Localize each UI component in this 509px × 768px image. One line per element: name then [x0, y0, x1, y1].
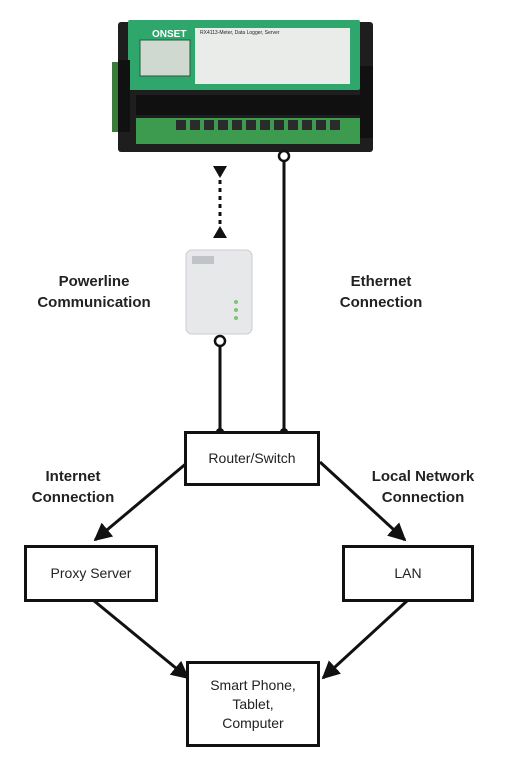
- device-model-title: RX4113-Meter, Data Logger, Server: [200, 30, 280, 36]
- arrow-proxy-to-endpoint: [92, 598, 190, 680]
- powerline-communication-label: Powerline Communication: [37, 273, 151, 311]
- arrow-lan-to-endpoint: [321, 598, 410, 680]
- data-logger-icon: [112, 20, 373, 152]
- endpoint-devices-node: Smart Phone, Tablet, Computer: [186, 661, 320, 747]
- adapter-port-dot: [213, 334, 227, 348]
- powerline-adapter-icon: [185, 249, 253, 335]
- internet-connection-label: Internet Connection: [31, 468, 115, 506]
- ethernet-port-dot: [277, 149, 291, 163]
- ethernet-connection-label: Ethernet Connection: [339, 273, 423, 311]
- lan-node: LAN: [342, 545, 474, 602]
- router-switch-node: Router/Switch: [184, 431, 320, 486]
- local-network-connection-label: Local Network Connection: [371, 468, 475, 506]
- device-brand-label: ONSET: [152, 29, 187, 40]
- arrow-head-down-icon: [213, 166, 227, 178]
- arrow-head-up-icon: [213, 226, 227, 238]
- arrow-to-lan: [318, 460, 407, 542]
- proxy-server-node: Proxy Server: [24, 545, 158, 602]
- arrow-to-proxy: [93, 460, 189, 542]
